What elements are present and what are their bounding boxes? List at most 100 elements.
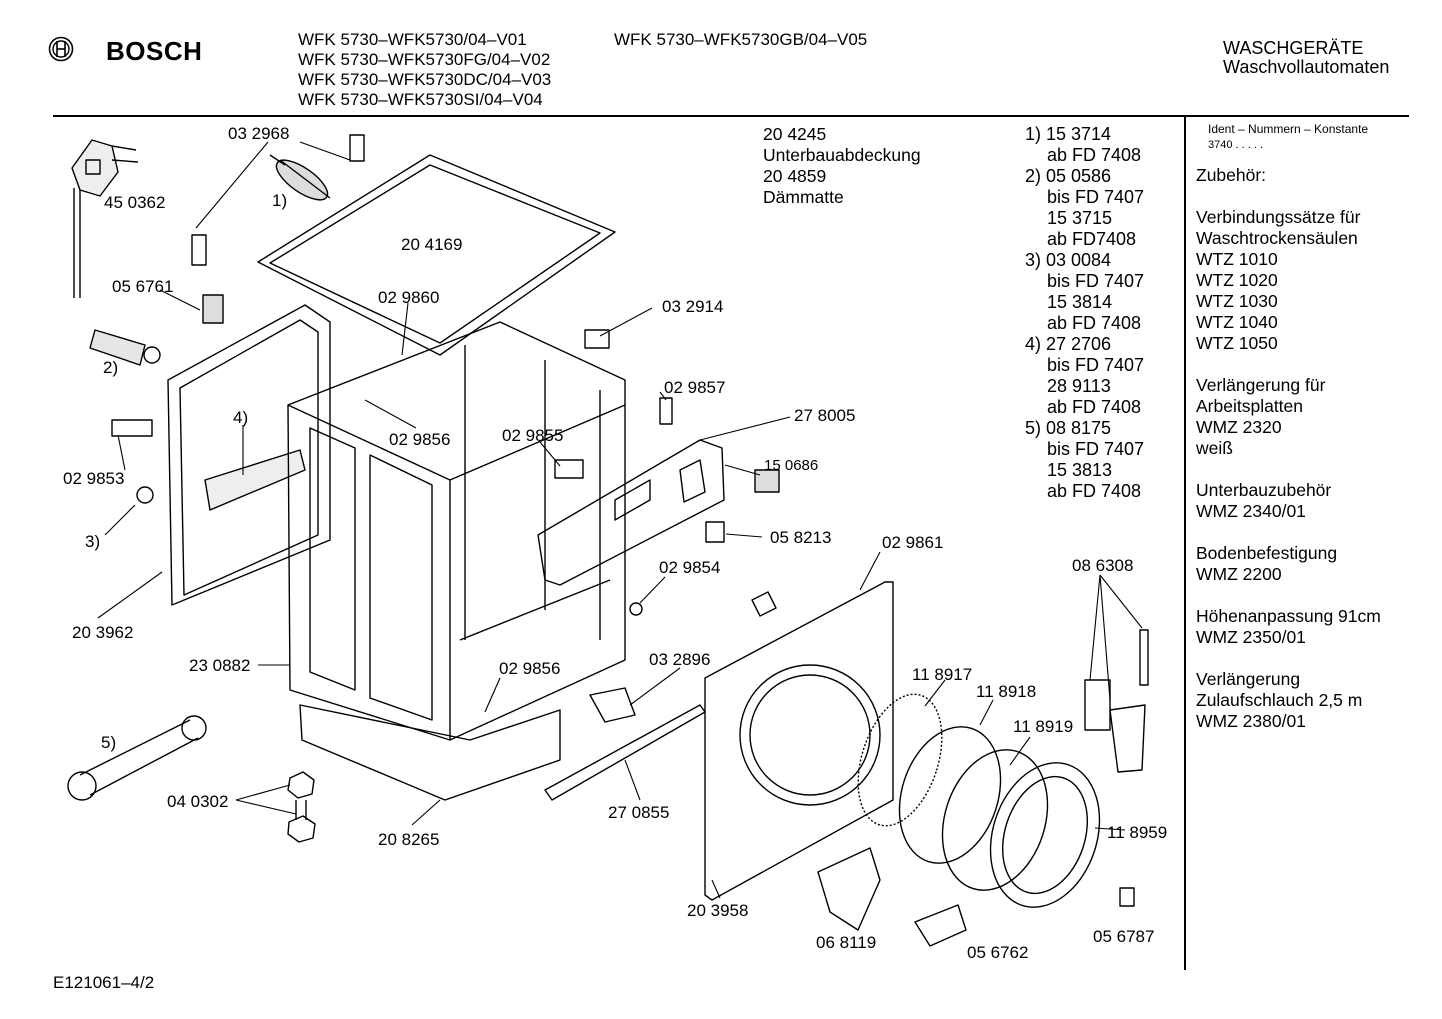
part-label: 03 2968 (228, 124, 290, 143)
list-item: WMZ 2200 (1196, 564, 1282, 584)
list-item: Höhenanpassung 91cm (1196, 606, 1381, 626)
bracket-part (659, 397, 673, 425)
category-subtitle: Waschvollautomaten (1223, 57, 1390, 77)
note-line: 2) 05 0586 (1025, 166, 1112, 186)
part-label: 03 2914 (662, 297, 724, 316)
accessory-list: Zubehör: Verbindungssätze für Waschtrock… (1196, 165, 1381, 732)
seal-spring-part (857, 693, 943, 827)
list-item: WTZ 1020 (1196, 270, 1278, 290)
part-label: 02 9857 (664, 378, 726, 397)
list-item: Bodenbefestigung (1196, 543, 1338, 563)
door-ring-part (898, 726, 1002, 864)
list-item: Verbindungssätze für (1196, 207, 1361, 227)
list-item (1196, 459, 1381, 480)
part-label: 03 2896 (649, 650, 711, 669)
brand-name: BOSCH (106, 36, 203, 66)
part-label: 20 4169 (401, 235, 463, 254)
nut-part (287, 771, 315, 799)
latch-part (1119, 887, 1135, 907)
part-label: 23 0882 (189, 656, 251, 675)
part-label: 02 9860 (378, 288, 440, 307)
part-label: 45 0362 (104, 193, 166, 212)
ident-label: Ident – Nummern – Konstante (1208, 122, 1369, 136)
bosch-armature-icon (48, 36, 74, 62)
document-code: E121061–4/2 (53, 973, 155, 992)
part-label: 3) (85, 532, 101, 551)
lock-part (754, 469, 780, 493)
note-line: Dämmatte (763, 187, 844, 207)
list-item (1196, 186, 1381, 207)
part-label: 02 9861 (882, 533, 944, 552)
list-item: Waschtrockensäulen (1196, 228, 1358, 248)
note-line: ab FD 7408 (1047, 397, 1142, 417)
list-item: Unterbauzubehör (1196, 480, 1332, 500)
list-item: WTZ 1030 (1196, 291, 1278, 311)
note-line: bis FD 7407 (1047, 187, 1145, 207)
list-item: Zubehör: (1196, 165, 1267, 185)
note-line: ab FD7408 (1047, 229, 1137, 249)
part-label: 02 9853 (63, 469, 125, 488)
note-line: 15 3813 (1047, 460, 1113, 480)
part-label: 27 8005 (794, 406, 856, 425)
note-line: ab FD 7408 (1047, 313, 1142, 333)
model-line-2: WFK 5730–WFK5730FG/04–V02 (298, 50, 551, 69)
bracket-part (751, 591, 777, 617)
list-item: Zulaufschlauch 2,5 m (1196, 690, 1363, 710)
switch-part (202, 294, 224, 324)
leader-lines (97, 141, 1143, 899)
clip-part (349, 134, 365, 162)
sidebar-divider (1184, 117, 1186, 970)
clip-part (191, 234, 207, 266)
category-title: WASCHGERÄTE (1223, 38, 1364, 58)
part-label: 08 6308 (1072, 556, 1134, 575)
note-line: ab FD 7408 (1047, 145, 1142, 165)
part-label: 06 8119 (816, 933, 877, 952)
part-label: 1) (272, 191, 288, 210)
part-label: 11 8959 (1107, 823, 1168, 842)
part-label: 02 9856 (389, 430, 451, 449)
part-label: 27 0855 (608, 803, 670, 822)
model-line-3: WFK 5730–WFK5730DC/04–V03 (298, 70, 552, 89)
note-line: 28 9113 (1047, 376, 1111, 396)
cap-part (136, 486, 154, 504)
hinge-bracket-part (914, 904, 967, 947)
note-line: 5) 08 8175 (1025, 418, 1112, 438)
part-label: 05 8213 (770, 528, 832, 547)
list-item: WTZ 1010 (1196, 249, 1278, 269)
front-panel-part (704, 581, 894, 901)
notes-col1: 20 4245 Unterbauabdeckung 20 4859 Dämmat… (763, 124, 921, 208)
note-line: 15 3814 (1047, 292, 1113, 312)
part-label: 2) (103, 358, 119, 377)
part-label: 11 8918 (976, 682, 1037, 701)
exploded-view-drawing (67, 134, 1149, 947)
spring-part (269, 154, 331, 201)
part-label: 02 9856 (499, 659, 561, 678)
list-item: WMZ 2340/01 (1196, 501, 1306, 521)
part-label: 20 8265 (378, 830, 440, 849)
note-line: 1) 15 3714 (1025, 124, 1112, 144)
bosch-logo (48, 36, 74, 62)
part-label: 11 8919 (1013, 717, 1074, 736)
part-label: 02 9854 (659, 558, 721, 577)
model-line-1: WFK 5730–WFK5730/04–V01 (298, 30, 527, 49)
door-hinge-part (1084, 629, 1149, 773)
part-label: 20 3958 (687, 901, 749, 920)
part-label: 05 6761 (112, 277, 174, 296)
door-frame-part (989, 762, 1101, 908)
hinge-part (589, 687, 636, 723)
note-line: 4) 27 2706 (1025, 334, 1112, 354)
part-label: 05 6762 (967, 943, 1029, 962)
part-label: 20 3962 (72, 623, 134, 642)
bracket-part (584, 329, 610, 349)
list-item (1196, 648, 1381, 669)
note-line: bis FD 7407 (1047, 355, 1145, 375)
list-item (1196, 522, 1381, 543)
part-label: 02 9855 (502, 426, 564, 445)
part-label: 04 0302 (167, 792, 229, 811)
part-label: 5) (101, 733, 117, 752)
door-glass-part (941, 749, 1049, 891)
note-line: 20 4859 (763, 166, 827, 186)
note-line: 20 4245 (763, 124, 827, 144)
list-item: WMZ 2350/01 (1196, 627, 1306, 647)
door-handle-part (817, 847, 881, 931)
